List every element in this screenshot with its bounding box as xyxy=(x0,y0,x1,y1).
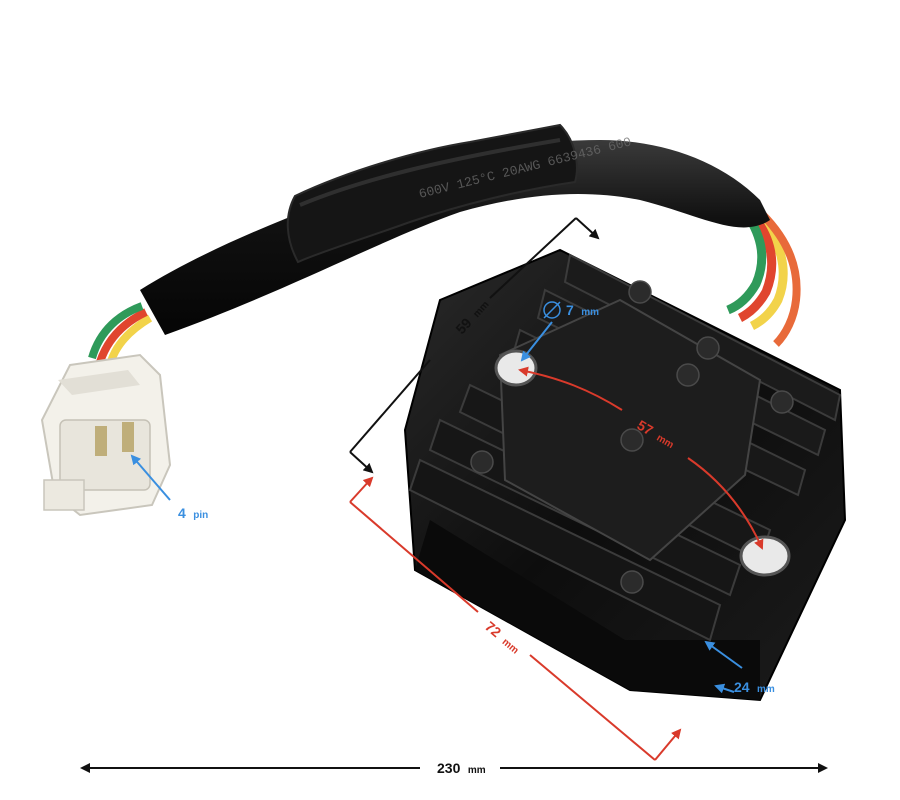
dimension-width-59: 59 mm xyxy=(349,217,600,474)
right-wires xyxy=(726,207,801,347)
total-value: 230 xyxy=(437,760,461,776)
cable: 600V 125°C 20AWG 6639436 600 xyxy=(140,123,770,335)
dimension-height-24: 24 mm xyxy=(704,640,775,696)
pin-count: 4 xyxy=(178,505,186,521)
dimension-total-230: 230 mm xyxy=(80,760,828,777)
connector-pin-callout: 4 pin xyxy=(130,454,208,522)
fin-studs xyxy=(470,280,794,594)
dimension-hole-diameter-7: 7 mm xyxy=(520,301,599,362)
connector xyxy=(40,353,172,517)
length-value: 72 xyxy=(482,618,504,640)
height-unit: mm xyxy=(757,684,775,695)
svg-text:230 mm: 230 mm xyxy=(437,760,486,777)
svg-text:4 pin: 4 pin xyxy=(178,505,208,522)
pin-unit: pin xyxy=(193,510,208,521)
length-unit: mm xyxy=(500,637,521,657)
diameter-unit: mm xyxy=(581,307,599,318)
regulator-body xyxy=(403,248,847,702)
total-unit: mm xyxy=(468,765,486,776)
diameter-icon xyxy=(543,301,561,319)
svg-text:24 mm: 24 mm xyxy=(734,679,775,696)
diameter-value: 7 xyxy=(566,302,574,318)
svg-text:7 mm: 7 mm xyxy=(566,302,599,319)
height-value: 24 xyxy=(734,679,750,695)
